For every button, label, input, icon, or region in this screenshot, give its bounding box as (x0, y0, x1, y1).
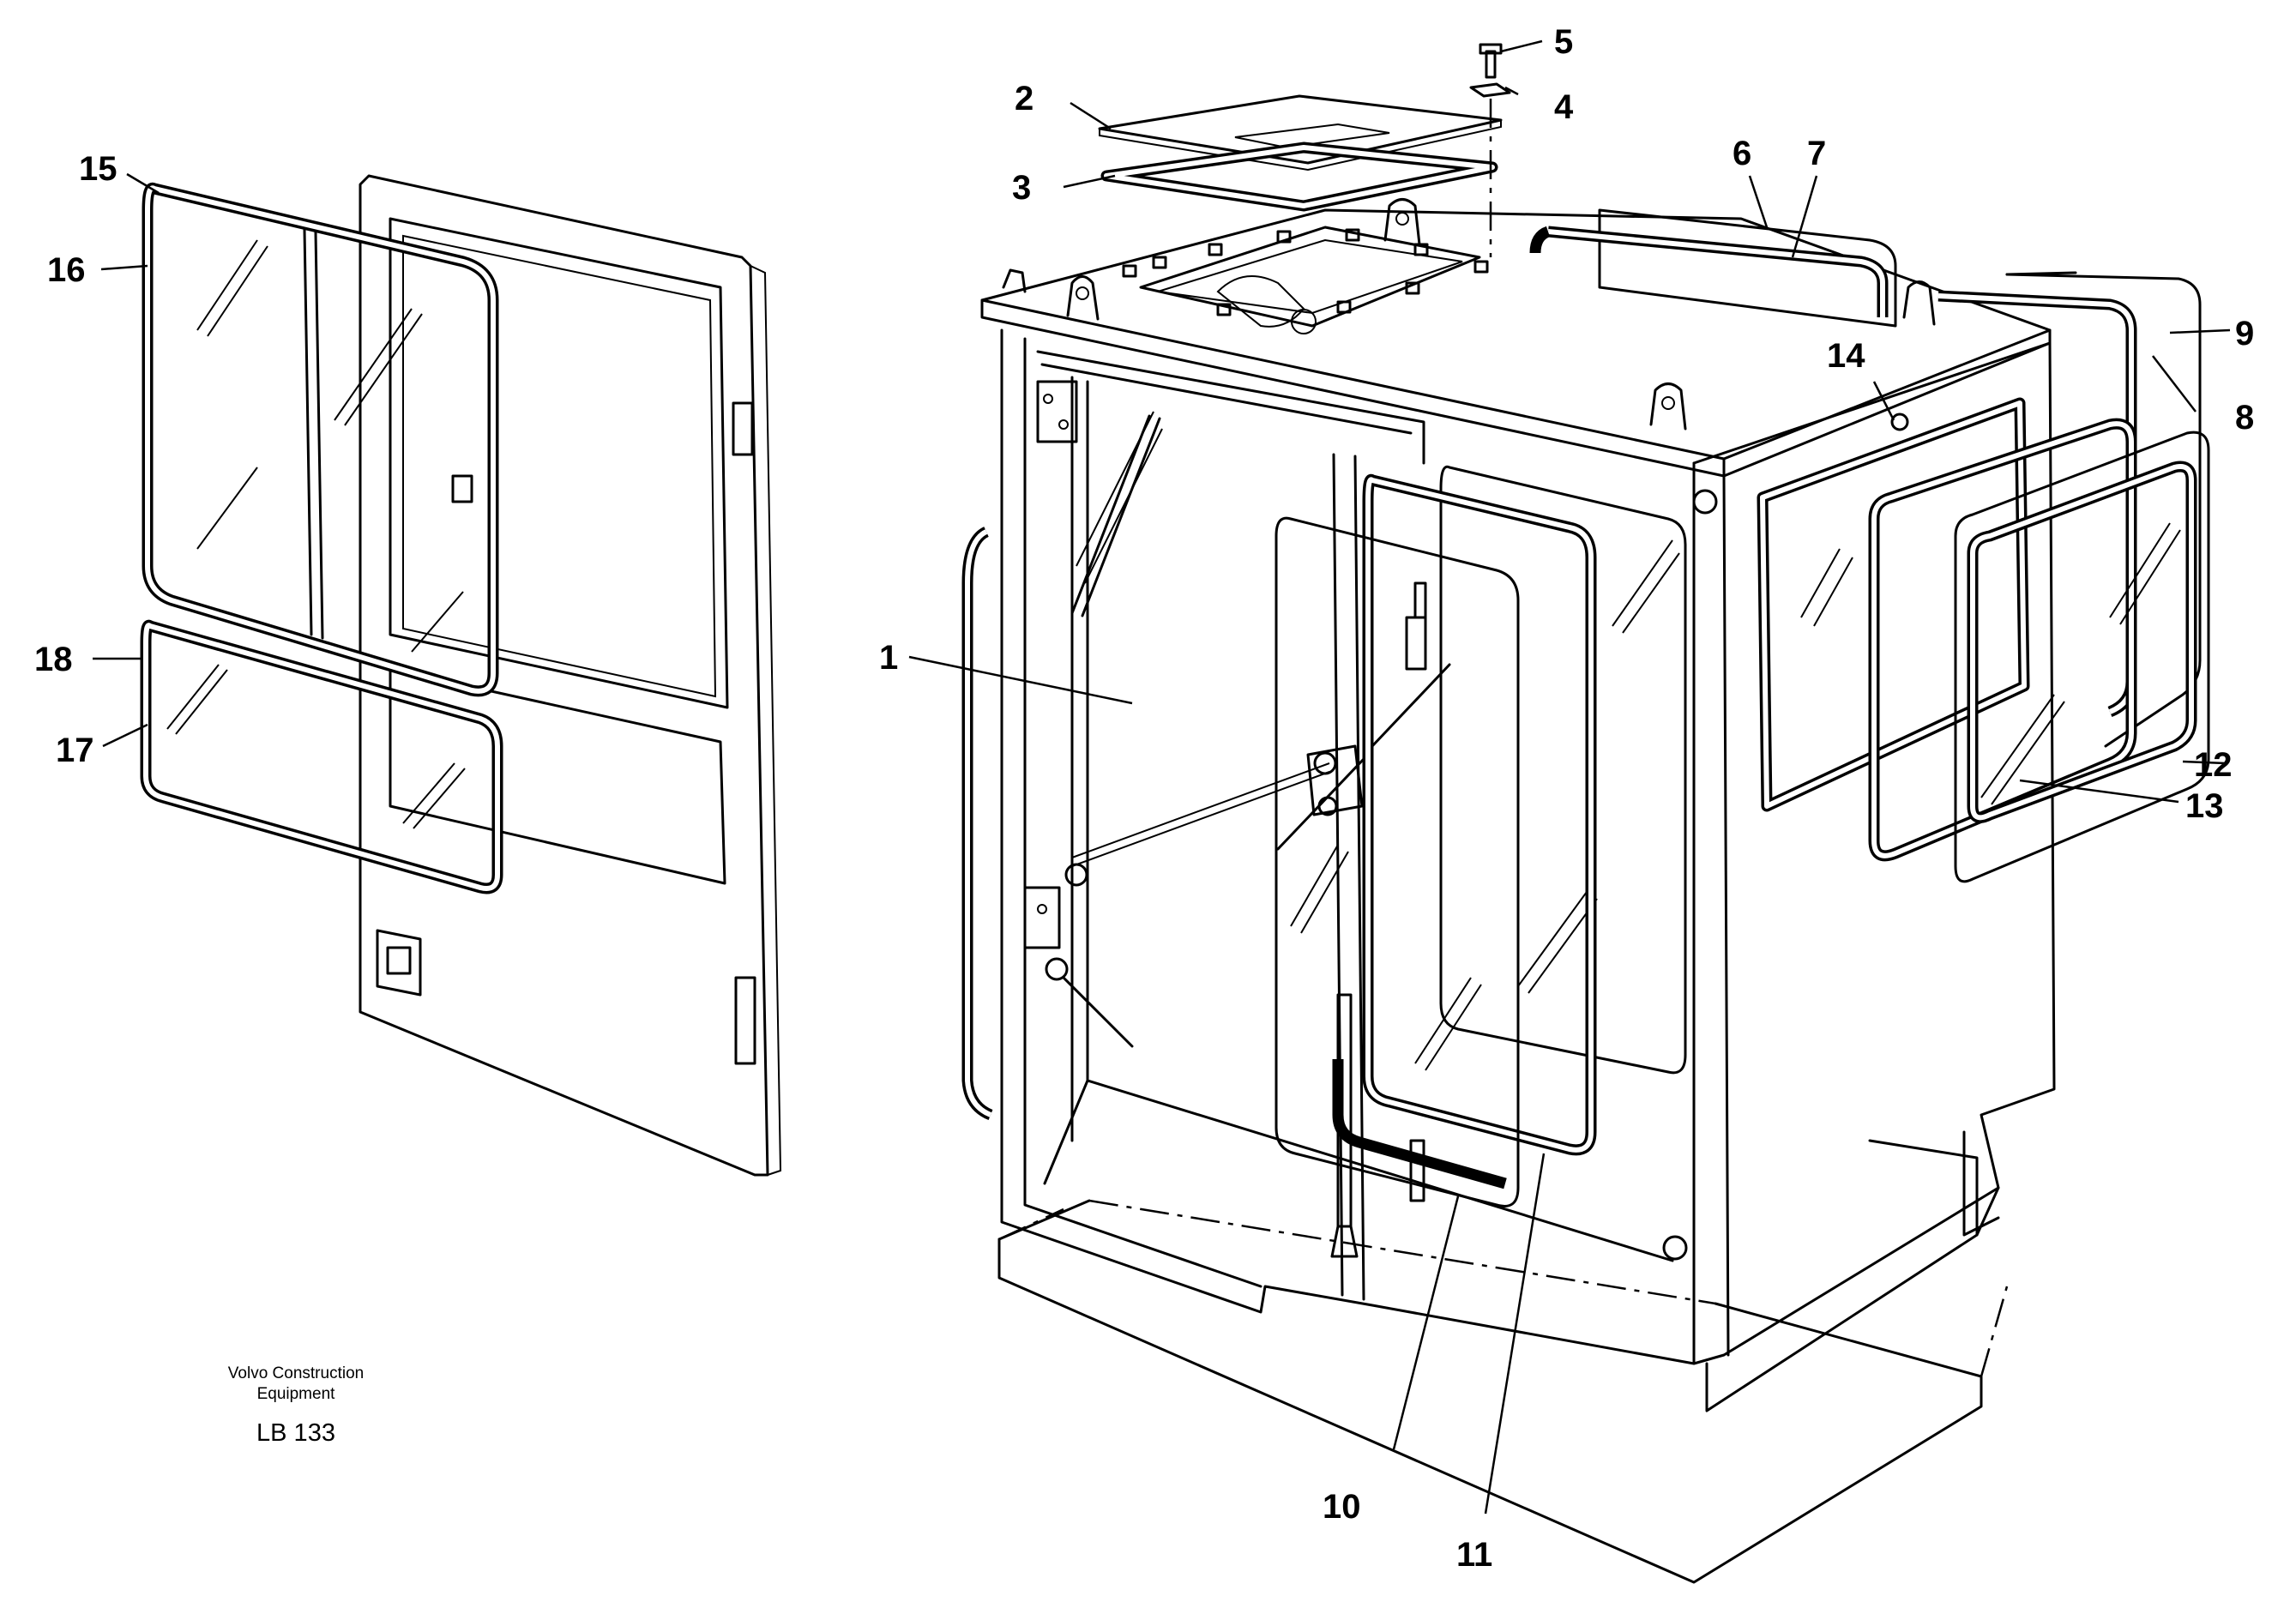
upper-window-divider (303, 228, 313, 636)
roof-hatch-parts (1098, 43, 1511, 257)
rear-door-glass (1275, 516, 1520, 1208)
callout-8: 8 (2235, 399, 2254, 437)
credit-block: Volvo Construction Equipment LB 133 (228, 1364, 364, 1447)
door-panel (359, 174, 769, 1177)
credit-line1: Volvo Construction (228, 1364, 364, 1382)
callout-labels: 1 2 3 4 5 6 7 8 9 10 11 12 13 14 15 16 1… (34, 23, 2254, 1574)
callout-17: 17 (56, 732, 94, 769)
lifting-eye (1066, 275, 1100, 321)
door-assembly (140, 174, 782, 1177)
callout-5: 5 (1554, 23, 1573, 61)
lower-window-seal (140, 619, 503, 894)
front-bracket-upper (1036, 380, 1078, 443)
door-upper-opening (389, 217, 729, 709)
callout-10: 10 (1323, 1488, 1361, 1526)
rear-window-glass (1439, 465, 1687, 1075)
callout-1: 1 (879, 639, 898, 677)
cab-base (997, 1238, 1983, 1584)
door-hinge-lower (734, 976, 756, 1065)
callout-4: 4 (1554, 88, 1574, 126)
cab-roof (980, 208, 2052, 461)
callout-14: 14 (1827, 337, 1865, 375)
side-pin-upper (1692, 489, 1718, 515)
side-window-parts (1529, 208, 2210, 883)
part9-glass (2005, 273, 2202, 748)
callout-2: 2 (1015, 80, 1034, 117)
roof-plug (1890, 413, 1909, 431)
part6-glass (1598, 208, 1897, 328)
callout-6: 6 (1733, 135, 1751, 172)
door-hinge-upper (732, 401, 754, 456)
credit-line2: Equipment (257, 1385, 336, 1403)
callout-3: 3 (1012, 169, 1031, 207)
cab-body (961, 198, 2056, 1584)
front-bracket-lower (1023, 886, 1061, 949)
door-lower-opening (389, 667, 726, 885)
callout-12: 12 (2194, 746, 2233, 784)
callout-18: 18 (34, 641, 73, 678)
side-pin-lower (1662, 1235, 1688, 1261)
bolt (1485, 50, 1497, 79)
leader-lines (93, 39, 2231, 1515)
drawing-code: LB 133 (256, 1419, 335, 1447)
callout-15: 15 (79, 150, 118, 188)
door-handle (376, 929, 422, 997)
roof-opening (1139, 226, 1481, 328)
callout-7: 7 (1807, 135, 1826, 172)
callout-13: 13 (2185, 787, 2224, 825)
part13-glass (1954, 431, 2210, 883)
callout-11: 11 (1456, 1536, 1492, 1574)
washer (1469, 82, 1511, 98)
door-lock (451, 474, 473, 503)
callout-16: 16 (47, 251, 86, 289)
callout-9: 9 (2235, 315, 2254, 352)
